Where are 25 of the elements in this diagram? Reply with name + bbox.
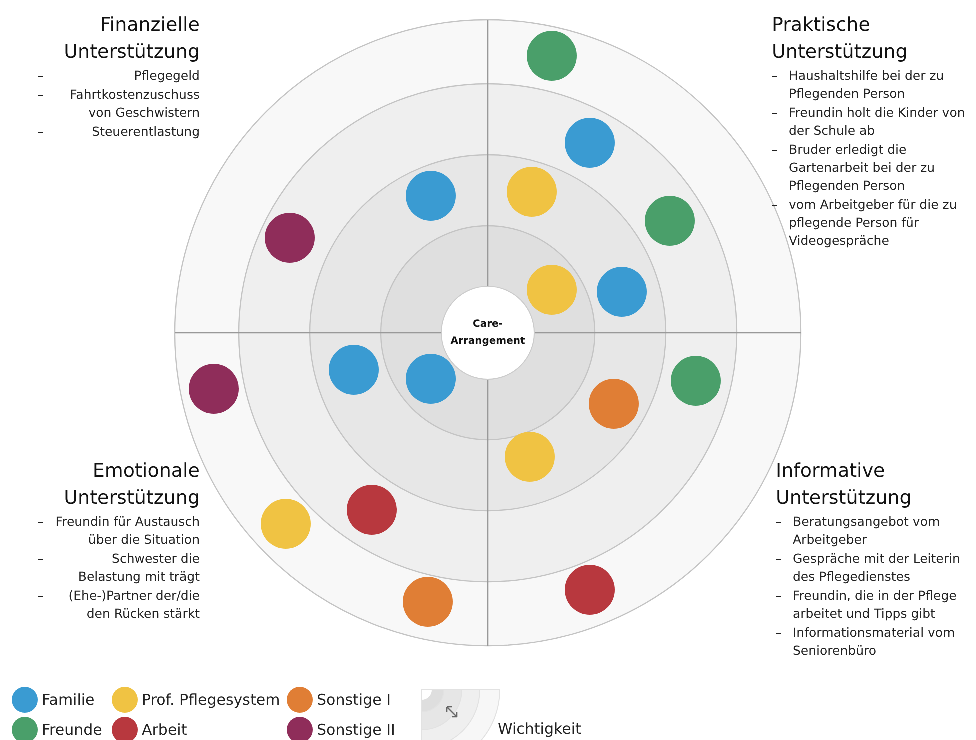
list-item: (Ehe-)Partner der/die den Rücken stärkt <box>68 587 200 623</box>
list-item: Steuerentlastung <box>91 123 200 141</box>
list-item: Haushaltshilfe bei der zu Pflegenden Person <box>789 67 946 103</box>
list-item: Freundin holt die Kinder von der Schule ab <box>789 104 966 140</box>
list-item: Fahrtkostenzuschuss von Geschwistern <box>69 86 200 122</box>
list-item: Gespräche mit der Leiterin des Pflegedienstes <box>793 550 962 586</box>
list-item: Informationsmaterial vom Seniorenbüro <box>793 624 956 660</box>
quadrant-heading: Finanzielle Unterstützung <box>63 13 200 65</box>
list-item: Freundin, die in der Pflege arbeitet und Tipps gibt <box>793 587 958 623</box>
quadrant-heading: Praktische Unterstützung <box>772 13 909 65</box>
importance-label: Wichtigkeit <box>498 720 582 738</box>
legend-label: Familie <box>42 691 95 709</box>
list-item: vom Arbeitgeber für die zu pflegende Person für Videogespräche <box>789 196 958 250</box>
quadrant-heading: Emotionale Unterstützung <box>63 459 200 511</box>
list-item: Beratungsangebot vom Arbeitgeber <box>793 513 942 549</box>
center-label: Care-Arrangement <box>450 318 526 349</box>
list-item: Pflegegeld <box>133 67 200 85</box>
legend-label: Sonstige I <box>317 691 392 709</box>
legend-label: Prof. Pflegesystem <box>142 691 280 709</box>
legend-label: Freunde <box>42 721 102 739</box>
list-item: Schwester die Belastung mit trägt <box>77 550 200 586</box>
legend-label: Sonstige II <box>317 721 396 739</box>
legend-label: Arbeit <box>142 721 188 739</box>
list-item: Freundin für Austausch über die Situation <box>55 513 200 549</box>
quadrant-heading: Informative Unterstützung <box>776 459 913 511</box>
